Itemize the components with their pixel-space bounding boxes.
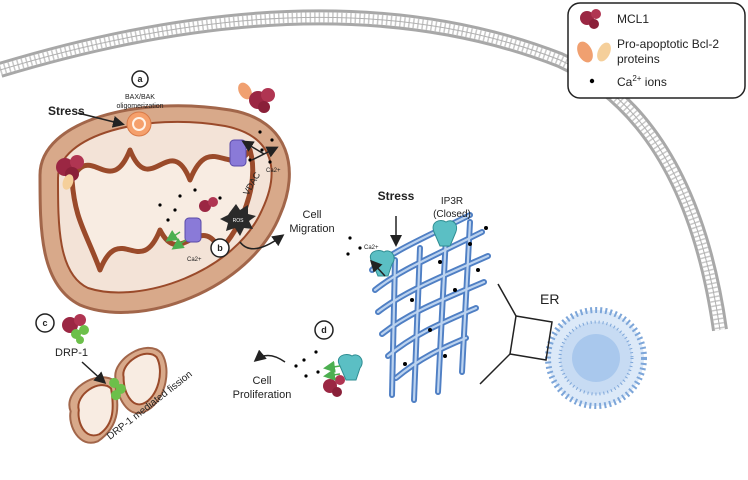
er-zoom-lines: [479, 283, 553, 385]
drp1-label: DRP-1: [55, 347, 88, 359]
legend: MCL1 Pro-apoptotic Bcl-2 proteins Ca2+ i…: [567, 2, 746, 99]
bax-bak-oligomer: [126, 111, 152, 137]
svg-text:b: b: [217, 243, 223, 253]
mcl1-left: [56, 155, 84, 190]
ca-label-mito-upper: Ca2+: [266, 168, 281, 174]
ca-influx-arrow: [241, 140, 265, 155]
legend-pro-apoptotic-line2: proteins: [617, 52, 660, 66]
bax-bak-label-line2: oligomerization: [116, 103, 163, 110]
mcl1-inner: [199, 197, 218, 212]
ca-label-mito-lower: Ca2+: [187, 257, 202, 263]
stress-label-er: Stress: [378, 189, 415, 203]
marker-d: d: [314, 320, 334, 340]
cell-proliferation-line2: Proliferation: [233, 389, 292, 401]
stress-arrow-mito: [77, 112, 125, 128]
endoplasmic-reticulum: [349, 196, 511, 403]
legend-mcl1-label: MCL1: [617, 12, 649, 26]
pro-apoptotic-legend-icon: [577, 41, 611, 63]
vdac-channel-lower: [184, 217, 202, 243]
fission-arrow: [81, 361, 107, 385]
er-green-arrow-1: [323, 360, 341, 373]
ca-dots-er: [294, 236, 362, 378]
legend-pro-apoptotic-line1: Pro-apoptotic Bcl-2: [617, 37, 719, 51]
ros-label: ROS: [233, 218, 245, 224]
ip3r-closed: [432, 219, 458, 247]
nucleus-with-er: [545, 307, 647, 409]
mitochondrion: [38, 104, 291, 314]
vdac-channel-upper: [229, 139, 247, 167]
mcl1-er: [323, 375, 345, 397]
fission-mitochondria: [68, 346, 168, 444]
svg-text:c: c: [42, 318, 47, 328]
bax-bak-label-line1: BAX/BAK: [125, 94, 155, 101]
mcl1-top-right: [238, 82, 275, 113]
marker-b: b: [210, 238, 230, 258]
migration-arrow: [239, 234, 285, 250]
marker-a: a: [131, 70, 149, 88]
ca-green-arrow-2: [171, 238, 187, 250]
proliferation-arrow: [253, 349, 286, 363]
plasma-membrane: [0, 9, 728, 332]
ip3r-open-bottom: [338, 353, 363, 381]
er-green-arrow-2: [323, 368, 341, 381]
drp1-mcl1-complex: [62, 314, 89, 344]
mcl1-legend-icon: [580, 9, 601, 29]
cell-migration-line1: Cell: [303, 209, 322, 221]
legend-ca-label: Ca2+ ions: [617, 74, 667, 89]
cell-migration-line2: Migration: [289, 223, 334, 235]
marker-c: c: [35, 313, 55, 333]
cell-proliferation-line1: Cell: [253, 375, 272, 387]
ca-legend-dot: [589, 78, 595, 84]
ca-green-arrow-1: [165, 230, 181, 242]
svg-text:d: d: [321, 325, 327, 335]
ca-dots-mito: [158, 130, 274, 222]
er-label: ER: [540, 291, 559, 307]
ip3r-label-line2: (Closed): [433, 209, 471, 220]
ca-label-er: Ca2+: [364, 245, 379, 251]
svg-text:a: a: [137, 74, 143, 84]
ros-burst: ROS: [220, 204, 256, 236]
ip3r-release-arrow: [369, 259, 386, 277]
ip3r-label-line1: IP3R: [441, 196, 463, 207]
stress-label-mito: Stress: [48, 104, 85, 118]
